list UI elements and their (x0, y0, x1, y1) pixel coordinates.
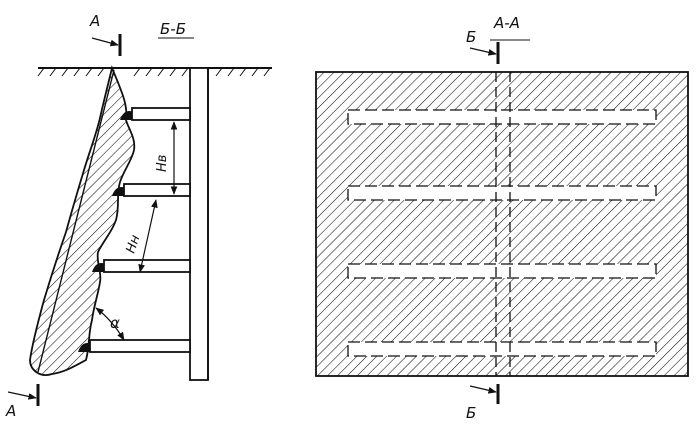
charge-pockets (78, 111, 134, 352)
cut-mark-a-top: А (89, 12, 122, 56)
ground-surface (37, 67, 272, 77)
angle-alpha: α (95, 307, 125, 341)
cut-mark-a-bottom: А (5, 384, 40, 420)
charge-chambers (347, 109, 657, 357)
cut-mark-b-bottom-label: Б (466, 404, 476, 422)
cut-mark-b-bottom: Б (466, 384, 500, 422)
drilling-frame (89, 67, 209, 381)
vertical-shaft (495, 72, 511, 376)
dimension-hn: Нн (124, 199, 158, 273)
right-view-title: А-А (493, 14, 520, 32)
right-section-view: А-А Б Б (315, 14, 689, 422)
cut-mark-b-top-label: Б (466, 28, 476, 46)
cut-mark-b-top: Б (466, 28, 500, 64)
left-section-view: Нв Нн α Б-Б А А (5, 12, 272, 420)
left-view-title: Б-Б (160, 20, 186, 38)
dimension-hv-label: Нв (155, 155, 170, 172)
angle-alpha-label: α (110, 314, 120, 332)
dimension-hv: Нв (155, 121, 178, 195)
slope-line (37, 69, 115, 373)
dimension-hn-label: Нн (124, 233, 144, 255)
cut-mark-a-top-label: А (89, 12, 100, 30)
cut-mark-a-bottom-label: А (5, 402, 16, 420)
